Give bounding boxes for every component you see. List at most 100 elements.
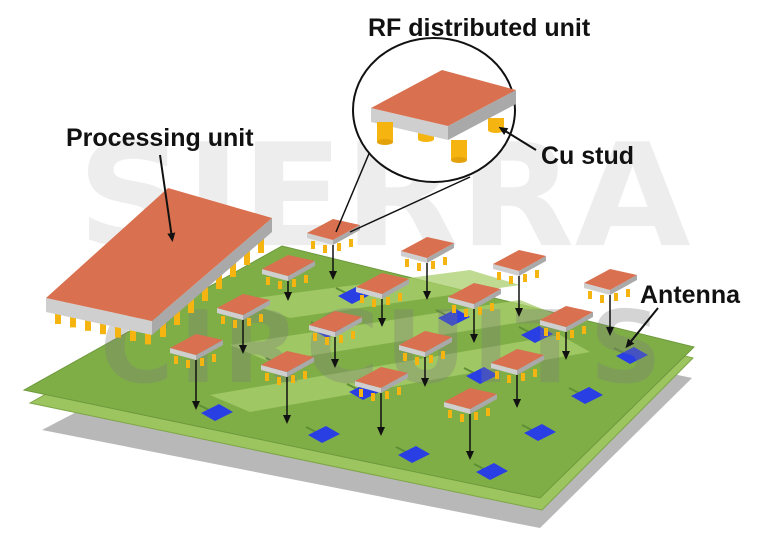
rf-chip-stud: [415, 357, 419, 365]
rf-chip-stud: [397, 387, 401, 395]
rf-chip-stud: [443, 257, 447, 265]
rf-chip-stud: [431, 261, 435, 269]
rf-chip-stud: [265, 373, 269, 381]
rf-chip-stud: [278, 281, 282, 289]
rf-chip-stud: [247, 318, 251, 326]
processing-unit-side-left: [46, 298, 152, 335]
cu-stud-pointer: [498, 126, 537, 151]
rf-chip: [170, 334, 223, 368]
pu-stud: [160, 323, 166, 337]
rf-chip-stud: [360, 295, 364, 303]
rf-chip-stud: [277, 377, 281, 385]
rf-chip-stud: [521, 373, 525, 381]
rf-chip-stud: [351, 331, 355, 339]
rf-chip-stud: [403, 353, 407, 361]
antenna-patch: [395, 446, 430, 463]
processing-unit-pointer: [159, 154, 176, 242]
pu-stud: [174, 311, 180, 325]
rf-unit-top: [371, 70, 516, 126]
antenna-patch: [473, 463, 508, 480]
rf-chip-stud: [303, 371, 307, 379]
rf-unit-label: RF distributed unit: [368, 14, 591, 42]
rf-chip-stud: [495, 371, 499, 379]
rf-chip-stud: [544, 328, 548, 336]
pu-stud: [258, 239, 264, 253]
rf-chip-stud: [533, 369, 537, 377]
cu-stud-base: [451, 157, 467, 163]
cu-stud: [377, 122, 393, 142]
rf-chip-stud: [325, 337, 329, 345]
rf-chip-stud: [614, 293, 618, 301]
rf-chip: [448, 283, 501, 317]
rf-chip-stud: [600, 295, 604, 303]
rf-chip-stud: [291, 375, 295, 383]
rf-chip-stud: [490, 303, 494, 311]
rf-chip: [217, 294, 270, 328]
processing-unit-label: Processing unit: [66, 124, 254, 152]
antenna-pointer: [625, 307, 659, 349]
rf-chip-stud: [570, 330, 574, 338]
rf-chip-stud: [523, 274, 527, 282]
rf-chip: [261, 351, 314, 385]
pu-stud: [230, 263, 236, 277]
cu-stud-label: Cu stud: [541, 142, 634, 170]
rf-unit-side-left: [371, 108, 448, 140]
rf-chip-stud: [460, 414, 464, 422]
cu-stud-base: [418, 136, 434, 142]
rf-chip-stud: [478, 307, 482, 315]
rf-chip-stud: [259, 314, 263, 322]
rf-chip: [493, 250, 546, 284]
rf-chip: [399, 331, 452, 365]
rf-chip-stud: [212, 354, 216, 362]
rf-chip-stud: [556, 332, 560, 340]
rf-chip-stud: [313, 333, 317, 341]
rf-chip: [356, 273, 409, 307]
rf-chip-stud: [507, 375, 511, 383]
antenna-patch: [521, 424, 556, 441]
rf-chip-stud: [200, 358, 204, 366]
rf-chip-stud: [429, 355, 433, 363]
antenna-patch: [463, 367, 498, 384]
rf-chip-stud: [311, 241, 315, 249]
rf-chip-stud: [372, 299, 376, 307]
rf-chip-stud: [304, 275, 308, 283]
antenna-patch: [198, 404, 233, 421]
cu-stud: [451, 140, 467, 160]
rf-chip: [491, 349, 544, 383]
rf-chip-stud: [474, 412, 478, 420]
pu-stud: [100, 317, 106, 335]
rf-chip-stud: [323, 245, 327, 253]
antenna-patch: [613, 347, 648, 364]
pu-stud: [70, 310, 76, 328]
pu-stud: [202, 287, 208, 301]
processing-unit-studs: [55, 239, 264, 345]
rf-chip-stud: [452, 305, 456, 313]
rf-chip: [309, 311, 362, 345]
rf-chip: [444, 388, 497, 422]
rf-chip-stud: [371, 393, 375, 401]
cu-stud-base: [377, 139, 393, 145]
rf-chip-stud: [349, 239, 353, 247]
antenna-patch: [305, 426, 340, 443]
rf-chip-stud: [486, 408, 490, 416]
pu-stud: [130, 324, 136, 341]
rf-chip-stud: [221, 316, 225, 324]
rf-chip-stud: [386, 297, 390, 305]
rf-chip-stud: [582, 326, 586, 334]
rf-chip-stud: [626, 289, 630, 297]
pu-stud: [115, 320, 121, 338]
zoom-connector-right: [349, 176, 471, 233]
processing-unit-chip: [46, 188, 272, 345]
rf-unit-side-right: [448, 90, 516, 140]
rf-chip-stud: [385, 391, 389, 399]
rf-chip-array: [170, 219, 637, 460]
rf-chip-stud: [398, 293, 402, 301]
antenna-array: [198, 287, 648, 480]
antenna-patch: [568, 387, 603, 404]
pu-stud: [145, 327, 151, 345]
antenna-patch: [435, 309, 470, 326]
rf-chip: [401, 237, 454, 271]
processing-unit-side-right: [152, 218, 272, 335]
rf-chip: [262, 255, 315, 289]
